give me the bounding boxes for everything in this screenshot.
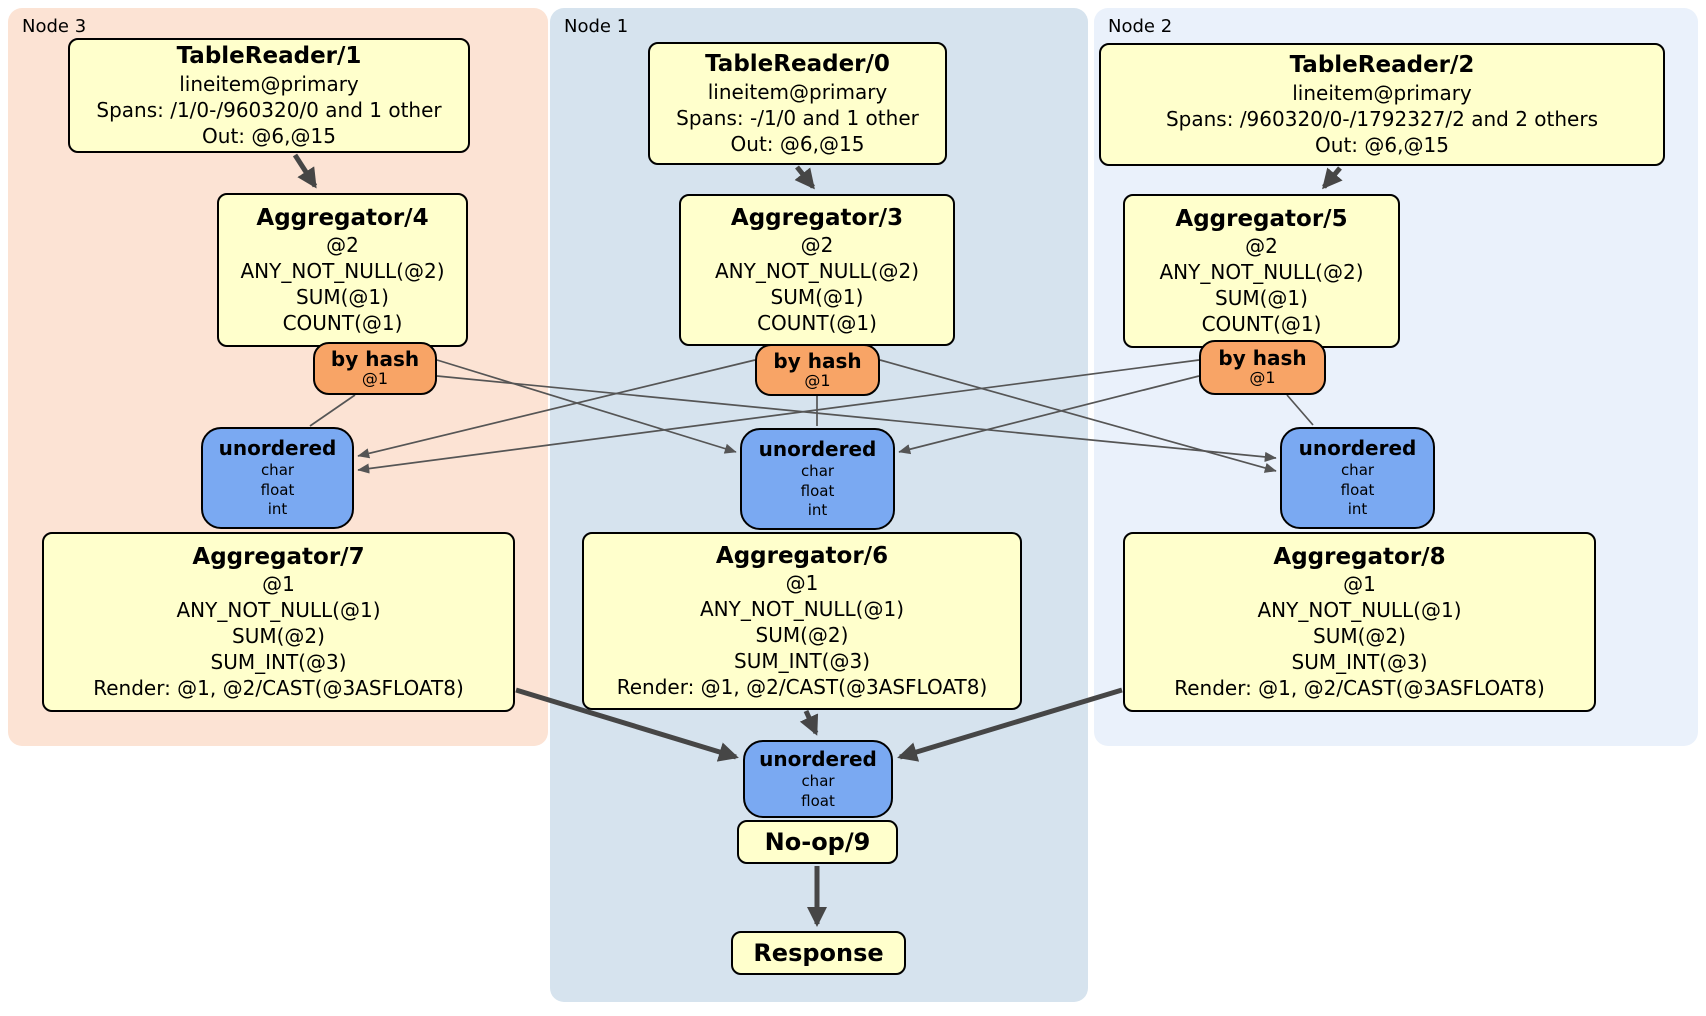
box-line: @2 <box>1245 234 1278 259</box>
box-line: SUM(@2) <box>1313 624 1406 649</box>
box-title: Aggregator/3 <box>730 204 904 231</box>
processor-response: Response <box>731 931 906 975</box>
box-line: ANY_NOT_NULL(@2) <box>240 259 445 284</box>
box-line: ANY_NOT_NULL(@2) <box>715 259 919 284</box>
sync-unordered-center: unordered char float int <box>740 428 895 530</box>
box-title: TableReader/0 <box>705 51 890 78</box>
box-title: by hash <box>1218 346 1307 371</box>
box-line: char <box>801 772 835 790</box>
box-line: Spans: /1/0-/960320/0 and 1 other <box>96 97 442 122</box>
box-line: ANY_NOT_NULL(@2) <box>1159 260 1364 285</box>
box-title: unordered <box>1298 436 1417 461</box>
box-line: Render: @1, @2/CAST(@3ASFLOAT8) <box>93 676 464 701</box>
box-line: COUNT(@1) <box>1201 312 1322 337</box>
box-line: float <box>800 481 835 500</box>
box-title: TableReader/1 <box>176 43 362 70</box>
box-line: Out: @6,@15 <box>202 123 336 148</box>
router-by-hash-5: by hash @1 <box>1199 340 1326 395</box>
region-node1-label: Node 1 <box>564 16 629 37</box>
box-line: Render: @1, @2/CAST(@3ASFLOAT8) <box>1174 676 1545 701</box>
box-title: Aggregator/7 <box>192 543 365 570</box>
box-title: TableReader/2 <box>1289 52 1475 79</box>
box-line: float <box>1340 480 1375 499</box>
router-by-hash-3: by hash @1 <box>755 344 880 396</box>
box-line: @1 <box>361 369 389 389</box>
box-line: ANY_NOT_NULL(@1) <box>176 598 381 623</box>
box-line: Out: @6,@15 <box>1315 132 1449 157</box>
sync-unordered-final: unordered char float <box>743 740 893 818</box>
box-line: SUM_INT(@3) <box>1291 650 1428 675</box>
box-title: No-op/9 <box>764 828 871 856</box>
region-node2-label: Node 2 <box>1108 16 1173 37</box>
processor-aggregator-4: Aggregator/4 @2 ANY_NOT_NULL(@2) SUM(@1)… <box>217 193 468 347</box>
box-title: Response <box>753 939 884 967</box>
box-line: lineitem@primary <box>1292 80 1472 105</box>
box-line: Spans: /960320/0-/1792327/2 and 2 others <box>1165 106 1598 131</box>
box-line: char <box>800 462 835 481</box>
box-line: int <box>1347 500 1368 519</box>
box-title: Aggregator/5 <box>1175 205 1348 232</box>
box-line: SUM_INT(@3) <box>734 649 870 674</box>
box-line: Render: @1, @2/CAST(@3ASFLOAT8) <box>616 675 988 700</box>
box-line: @2 <box>326 233 359 258</box>
box-line: @2 <box>800 233 834 258</box>
box-line: char <box>1340 461 1375 480</box>
box-line: @1 <box>262 572 295 597</box>
processor-tablereader-1: TableReader/1 lineitem@primary Spans: /1… <box>68 38 470 153</box>
sync-unordered-left: unordered char float int <box>201 427 354 529</box>
box-line: float <box>260 480 295 499</box>
processor-tablereader-0: TableReader/0 lineitem@primary Spans: -/… <box>648 42 947 165</box>
processor-aggregator-5: Aggregator/5 @2 ANY_NOT_NULL(@2) SUM(@1)… <box>1123 194 1400 348</box>
box-line: ANY_NOT_NULL(@1) <box>700 597 904 622</box>
box-title: by hash <box>330 347 420 372</box>
box-title: by hash <box>773 348 862 373</box>
box-line: SUM_INT(@3) <box>210 650 347 675</box>
processor-aggregator-6: Aggregator/6 @1 ANY_NOT_NULL(@1) SUM(@2)… <box>582 532 1022 710</box>
box-line: @1 <box>1343 572 1376 597</box>
box-line: ANY_NOT_NULL(@1) <box>1257 598 1462 623</box>
box-line: Out: @6,@15 <box>730 131 865 156</box>
processor-tablereader-2: TableReader/2 lineitem@primary Spans: /9… <box>1099 43 1665 166</box>
processor-noop-9: No-op/9 <box>737 820 898 864</box>
box-line: @1 <box>804 370 831 390</box>
router-by-hash-4: by hash @1 <box>313 342 437 395</box>
box-title: unordered <box>218 436 337 461</box>
box-line: SUM(@2) <box>755 623 849 648</box>
box-line: Spans: -/1/0 and 1 other <box>676 105 919 130</box>
box-title: Aggregator/6 <box>715 542 889 569</box>
box-title: unordered <box>759 747 877 771</box>
box-line: COUNT(@1) <box>757 311 877 336</box>
box-line: int <box>267 500 288 519</box>
box-line: COUNT(@1) <box>282 311 403 336</box>
box-line: SUM(@2) <box>232 624 325 649</box>
sync-unordered-right: unordered char float int <box>1280 427 1435 529</box>
box-line: char <box>260 461 295 480</box>
processor-aggregator-8: Aggregator/8 @1 ANY_NOT_NULL(@1) SUM(@2)… <box>1123 532 1596 712</box>
box-line: @1 <box>785 571 819 596</box>
box-title: Aggregator/4 <box>256 204 429 231</box>
box-line: lineitem@primary <box>179 71 359 96</box>
processor-aggregator-3: Aggregator/3 @2 ANY_NOT_NULL(@2) SUM(@1)… <box>679 194 955 346</box>
region-node3-label: Node 3 <box>22 16 87 37</box>
box-line: int <box>807 501 828 520</box>
box-line: SUM(@1) <box>1215 286 1308 311</box>
box-title: unordered <box>758 437 877 462</box>
box-line: @1 <box>1249 368 1276 388</box>
processor-aggregator-7: Aggregator/7 @1 ANY_NOT_NULL(@1) SUM(@2)… <box>42 532 515 712</box>
box-line: SUM(@1) <box>770 285 864 310</box>
box-title: Aggregator/8 <box>1273 543 1446 570</box>
box-line: float <box>801 791 835 810</box>
box-line: SUM(@1) <box>296 285 389 310</box>
box-line: lineitem@primary <box>707 79 888 104</box>
